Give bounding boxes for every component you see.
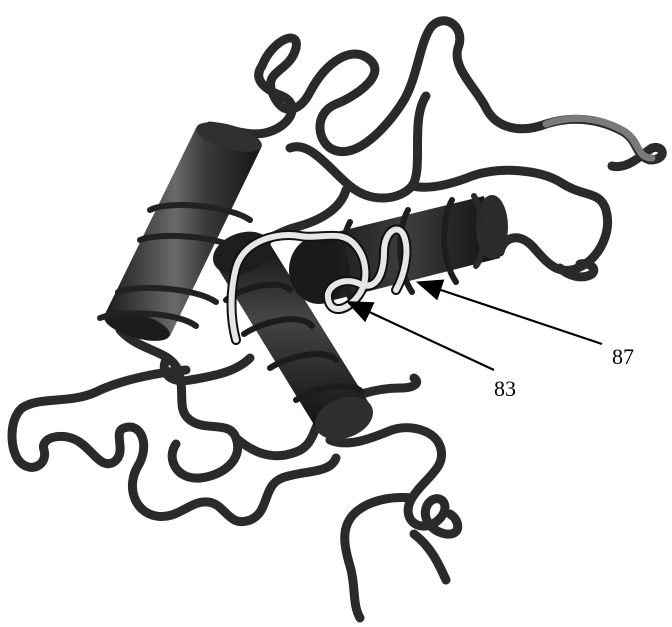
label-residue-83: 83 [494,376,516,401]
arrow-83 [350,303,494,370]
annotation-arrows [350,283,602,370]
helix-cylinder-a [100,116,265,347]
label-residue-87: 87 [612,344,634,369]
arrow-87 [420,283,602,344]
